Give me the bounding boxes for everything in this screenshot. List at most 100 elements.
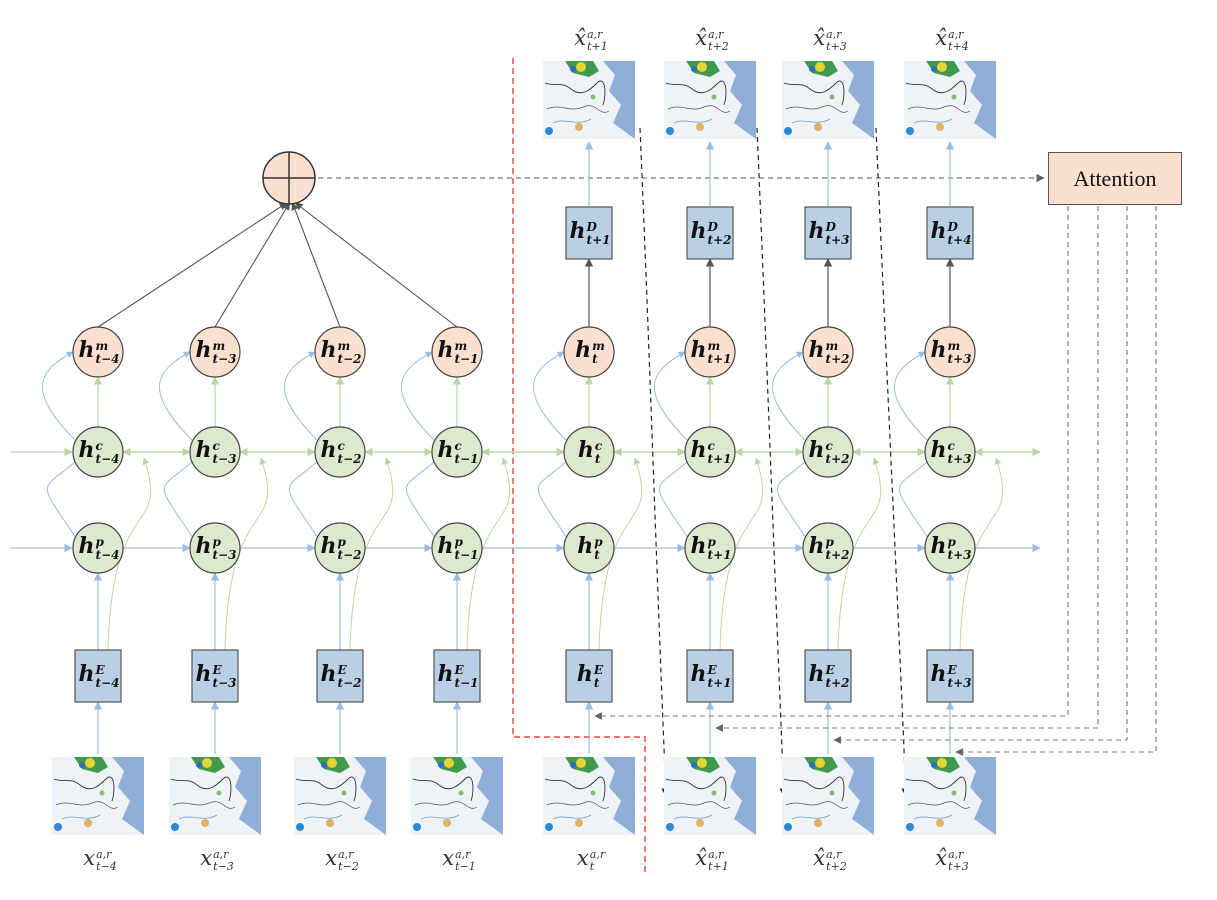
frame-border-line (546, 105, 610, 113)
frame-cloud-blue (79, 762, 85, 768)
input-frame-image (664, 757, 756, 835)
encoder-box (191, 649, 239, 703)
encoder-to-c-curve (719, 457, 764, 651)
frame-coastline (783, 776, 845, 802)
frame-echo-dot (341, 790, 347, 796)
cell-state-node (189, 426, 241, 478)
input-frame-image (169, 757, 261, 835)
frame-cloud-blue (931, 66, 937, 72)
frame-echo-spot (84, 819, 92, 827)
p-state-node (684, 522, 736, 574)
frame-cloud-yellow (85, 758, 95, 768)
decoder-box (686, 206, 734, 260)
frame-echo-spot (201, 819, 209, 827)
frame-echo-blue (906, 127, 914, 135)
input-frame-image (543, 757, 635, 835)
frame-echo-spot (575, 819, 583, 827)
frame-echo-dot (711, 94, 717, 100)
cell-state-node (802, 426, 854, 478)
frame-cloud-blue (196, 762, 202, 768)
memory-node (72, 326, 124, 378)
p-state-node (189, 522, 241, 574)
frame-echo-spot (696, 819, 704, 827)
encoder-to-c-curve (349, 457, 394, 651)
frame-sea (724, 757, 756, 835)
frame-echo-blue (666, 823, 674, 831)
frame-cloud-blue (809, 66, 815, 72)
frame-border-line (297, 801, 361, 809)
frame-echo-dot (829, 790, 835, 796)
attention-to-encoder-arrow (955, 206, 1157, 756)
decoder-box (926, 206, 974, 260)
frame-echo-dot (590, 790, 596, 796)
frame-echo-dot (951, 94, 957, 100)
forecast-feedback-arrow (639, 127, 670, 797)
attention-to-encoder-arrow (833, 206, 1128, 744)
output-frame-image (782, 61, 874, 139)
frame-river (61, 814, 101, 820)
frame-river (552, 814, 592, 820)
frame-border-line (907, 801, 971, 809)
frame-border-line (172, 801, 236, 809)
frame-echo-blue (784, 823, 792, 831)
m-to-sum-arrow (294, 202, 458, 328)
frame-cloud-blue (321, 762, 327, 768)
frame-cloud-blue (570, 66, 576, 72)
m-to-sum-arrow (291, 202, 341, 328)
encoder-box (926, 649, 974, 703)
memory-node (684, 326, 736, 378)
frame-border-line (414, 801, 478, 809)
frame-cloud-yellow (202, 758, 212, 768)
frame-cloud-blue (570, 762, 576, 768)
frame-sea (471, 757, 503, 835)
frame-echo-dot (99, 790, 105, 796)
input-frame-image (782, 757, 874, 835)
frame-sea (112, 757, 144, 835)
frame-cloud-yellow (327, 758, 337, 768)
memory-node (314, 326, 366, 378)
frame-coastline (665, 776, 727, 802)
frame-sea (842, 757, 874, 835)
frame-river (791, 118, 831, 124)
frame-river (791, 814, 831, 820)
frame-echo-spot (696, 123, 704, 131)
frame-river (913, 814, 953, 820)
frame-echo-spot (575, 123, 583, 131)
encoder-to-c-curve (598, 457, 643, 651)
encoder-box (565, 649, 613, 703)
p-state-node (314, 522, 366, 574)
frame-echo-dot (458, 790, 464, 796)
frame-cloud-yellow (815, 758, 825, 768)
frame-echo-spot (443, 819, 451, 827)
frame-cloud-yellow (576, 62, 586, 72)
frame-echo-blue (413, 823, 421, 831)
m-to-sum-arrow (97, 202, 288, 328)
p-state-node (563, 522, 615, 574)
input-frame-image (904, 757, 996, 835)
cell-state-node (924, 426, 976, 478)
frame-coastline (170, 776, 232, 802)
p-to-c-curve (658, 461, 689, 539)
